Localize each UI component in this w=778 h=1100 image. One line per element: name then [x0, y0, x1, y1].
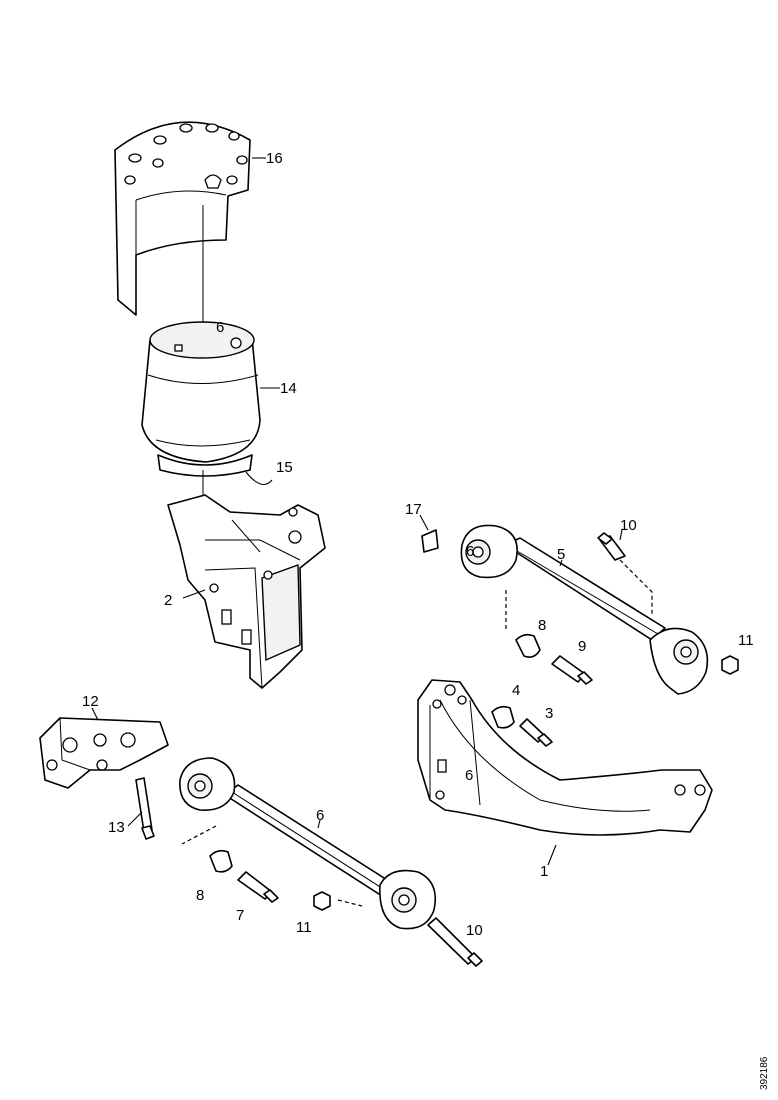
- part-12-frame-bracket[interactable]: 12: [39, 693, 169, 789]
- callout-6-arm: 6: [465, 767, 473, 784]
- part-13-bolt[interactable]: 13: [108, 777, 155, 840]
- part-10-bolt-upper[interactable]: 10: [597, 517, 637, 561]
- callout-8-upper: 8: [538, 617, 546, 634]
- callout-6-bellows-top: 6: [216, 319, 224, 336]
- callout-6-rod-end: 6: [466, 543, 474, 560]
- part-7-bolt[interactable]: 7: [236, 871, 279, 924]
- part-3-bolt[interactable]: 3: [519, 705, 553, 747]
- part-6-torque-rod-lower[interactable]: 6: [179, 757, 437, 930]
- part-1-trailing-arm[interactable]: 6 1: [417, 679, 713, 880]
- part-15-piston-seal[interactable]: 15: [157, 454, 293, 486]
- part-16-heat-shield[interactable]: 16: [114, 121, 283, 316]
- callout-10-upper: 10: [620, 517, 637, 534]
- callout-6-lower-rod: 6: [316, 807, 324, 824]
- callout-5: 5: [557, 546, 565, 563]
- part-11-nut-lower[interactable]: 11: [296, 891, 331, 936]
- document-number: 392186: [759, 1056, 770, 1090]
- callout-15: 15: [276, 459, 293, 476]
- callout-10-lower: 10: [466, 922, 483, 939]
- part-10-bolt-lower[interactable]: 10: [427, 917, 483, 967]
- part-17-clip[interactable]: 17: [405, 501, 439, 553]
- part-8-bushing-lower[interactable]: 8: [196, 849, 233, 904]
- part-2-bracket[interactable]: 2: [164, 494, 326, 689]
- callout-7: 7: [236, 907, 244, 924]
- part-8-bushing-upper[interactable]: 8: [515, 617, 546, 658]
- callout-9: 9: [578, 638, 586, 655]
- part-11-nut-upper[interactable]: 11: [721, 632, 754, 675]
- callout-12: 12: [82, 693, 99, 710]
- callout-4: 4: [512, 682, 520, 699]
- callout-2: 2: [164, 592, 172, 609]
- callout-14: 14: [280, 380, 297, 397]
- part-9-bolt-upper[interactable]: 9: [551, 638, 593, 685]
- part-4-bushing[interactable]: 4: [491, 682, 520, 729]
- part-14-air-spring[interactable]: 6 14: [141, 319, 297, 463]
- callout-16: 16: [266, 150, 283, 167]
- callout-8-lower: 8: [196, 887, 204, 904]
- callout-13: 13: [108, 819, 125, 836]
- callout-1: 1: [540, 863, 548, 880]
- callout-11-upper: 11: [738, 632, 754, 649]
- callout-17: 17: [405, 501, 422, 518]
- callout-3: 3: [545, 705, 553, 722]
- callout-11-lower: 11: [296, 919, 312, 936]
- part-5-torque-rod-upper[interactable]: 5 6: [460, 524, 709, 695]
